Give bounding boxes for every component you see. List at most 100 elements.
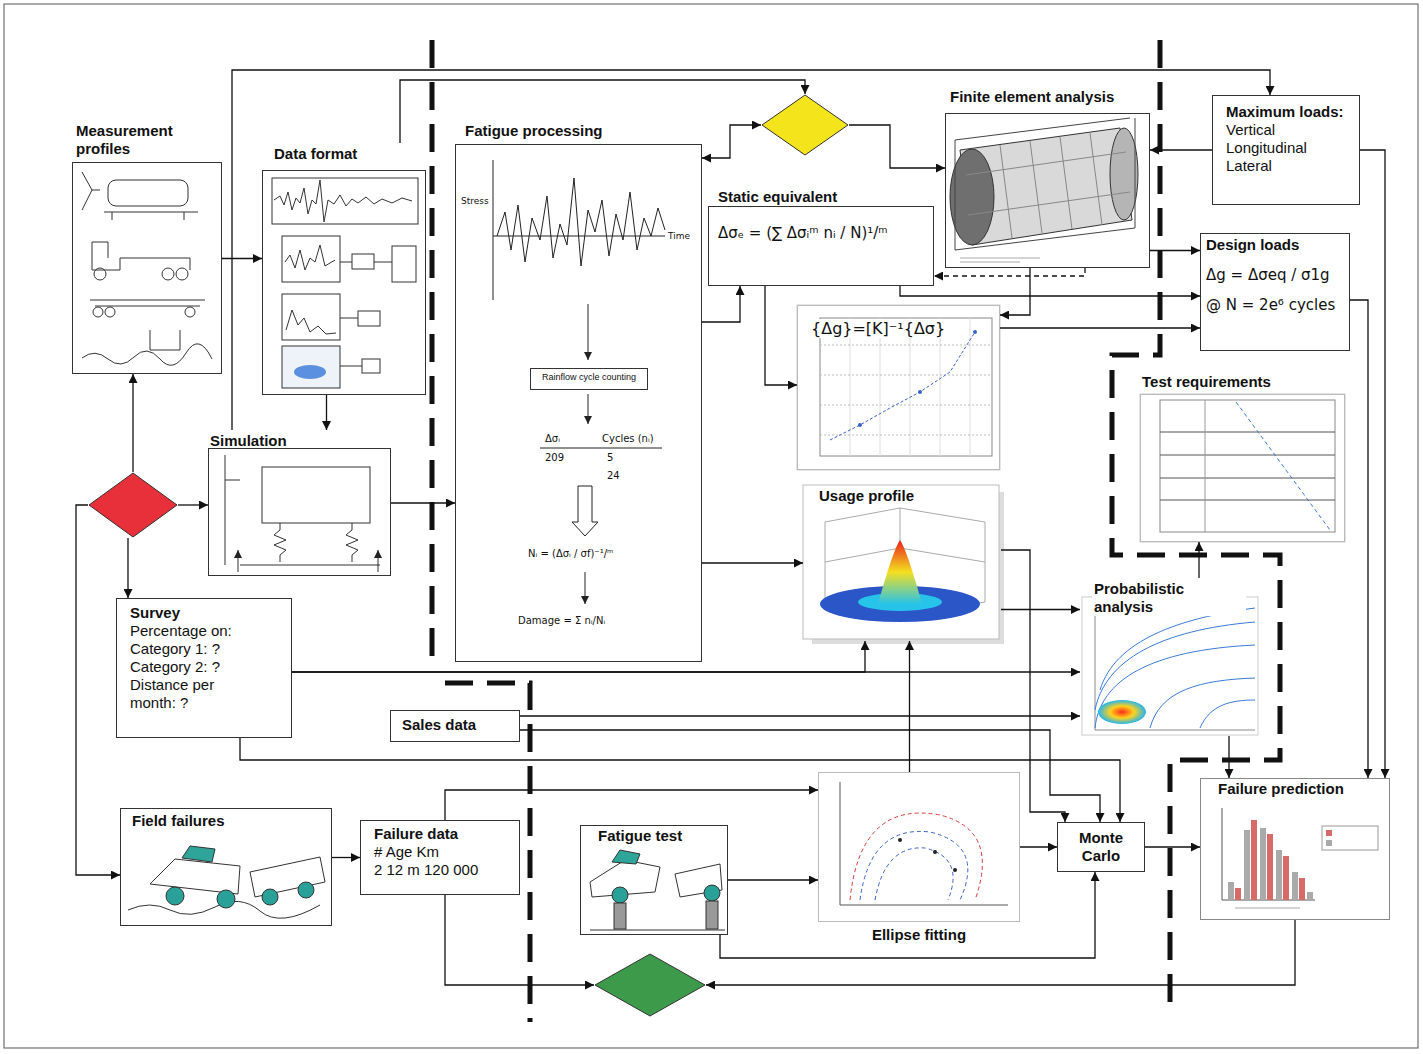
vehicle-sketch bbox=[176, 268, 188, 280]
connector bbox=[326, 395, 327, 430]
failure-bars bbox=[1235, 908, 1300, 909]
page-border bbox=[4, 4, 1418, 1048]
format-panel: Data format bbox=[262, 143, 426, 395]
ellipse-chart bbox=[840, 782, 1008, 905]
signal-sketch bbox=[392, 246, 416, 282]
connector bbox=[702, 125, 761, 158]
annotation: 24 bbox=[607, 470, 620, 482]
field-car-sketch bbox=[217, 890, 235, 908]
text-area: Usage profile bbox=[803, 485, 1001, 641]
failure-bars bbox=[1326, 840, 1332, 846]
contour-chart bbox=[1082, 597, 1258, 735]
ellipse-chart bbox=[850, 813, 982, 900]
text-area: Design loadsΔg = Δσeq / σ1g@ N = 2e⁶ cyc… bbox=[1200, 233, 1350, 351]
ellipse-chart bbox=[840, 782, 1008, 905]
box-frame bbox=[208, 448, 391, 576]
failure-bars bbox=[1283, 856, 1289, 900]
text-area: {Δg}=[K]⁻¹{Δσ} bbox=[797, 305, 1000, 470]
connector bbox=[1001, 609, 1080, 610]
text-area: Monte Carlo bbox=[1057, 822, 1145, 872]
node-heading: Fatigue test bbox=[598, 827, 682, 845]
connector bbox=[222, 258, 262, 259]
text-area: Measurement profiles bbox=[72, 122, 222, 374]
failure-bars bbox=[1222, 808, 1378, 908]
signal-sketch bbox=[282, 236, 340, 282]
text-area: SurveyPercentage on: Category 1: ? Categ… bbox=[116, 598, 292, 738]
simulation-sketch bbox=[225, 455, 380, 572]
contour-chart bbox=[1095, 608, 1255, 728]
connector bbox=[728, 879, 818, 880]
signal-sketch bbox=[282, 294, 340, 340]
contour-chart bbox=[1082, 597, 1258, 735]
field-car-sketch bbox=[262, 889, 278, 905]
profile-panel: Measurement profiles bbox=[72, 122, 222, 374]
failure-bars bbox=[1307, 892, 1313, 900]
box-frame bbox=[708, 206, 934, 286]
connector bbox=[391, 502, 455, 503]
vehicle-sketch bbox=[162, 268, 174, 280]
connector bbox=[445, 790, 818, 820]
contour-chart bbox=[1095, 600, 1255, 730]
stiffness-chart bbox=[830, 332, 975, 440]
fatigue-steps bbox=[588, 394, 589, 424]
text-area: Static equivalentΔσₑ = (∑ Δσᵢᵐ nᵢ / N)¹/… bbox=[708, 188, 934, 286]
failure-bars bbox=[1222, 808, 1315, 900]
diamond-shape bbox=[761, 94, 849, 156]
failure-bars bbox=[1322, 826, 1378, 850]
usage-surface bbox=[803, 485, 999, 639]
diamond-outline bbox=[89, 473, 177, 537]
failure-bars bbox=[1235, 888, 1241, 900]
connector bbox=[900, 286, 1200, 296]
node-heading: Maximum loads: bbox=[1226, 103, 1344, 121]
signal-sketch bbox=[274, 180, 412, 222]
connector bbox=[765, 286, 797, 385]
node-text: Δg = Δσeq / σ1g bbox=[1206, 266, 1330, 284]
formula-box: Design loadsΔg = Δσeq / σ1g@ N = 2e⁶ cyc… bbox=[1200, 233, 1350, 351]
text-area: Rainflow cycle counting bbox=[530, 368, 648, 390]
node-heading: Static equivalent bbox=[718, 188, 837, 206]
connector bbox=[76, 505, 120, 875]
node-text: Percentage on: Category 1: ? Category 2:… bbox=[130, 622, 258, 712]
contour-chart bbox=[1098, 700, 1146, 724]
vehicle-sketch bbox=[185, 307, 195, 317]
diamond-outline bbox=[595, 954, 705, 1016]
tank-model bbox=[1110, 128, 1138, 220]
simulation-sketch bbox=[240, 565, 380, 566]
connector bbox=[127, 538, 128, 598]
test-rig-sketch bbox=[590, 850, 725, 930]
diamond-shape bbox=[594, 953, 706, 1017]
annotation: Stress bbox=[461, 196, 489, 207]
node-text: Δσₑ = (∑ Δσᵢᵐ nᵢ / N)¹/ᵐ bbox=[718, 224, 888, 242]
tank-model bbox=[950, 118, 1138, 262]
connector bbox=[1145, 846, 1200, 847]
failure-panel: Field failures bbox=[120, 808, 332, 926]
simulation-sketch bbox=[346, 523, 358, 562]
connector bbox=[702, 562, 803, 563]
field-car-sketch bbox=[150, 859, 240, 894]
ellipse-chart bbox=[933, 850, 937, 854]
failure-bars bbox=[1299, 878, 1305, 900]
failure-bars bbox=[1251, 820, 1257, 900]
text-area: Ellipse fitting bbox=[818, 772, 1020, 944]
chart-panel: Probabilistic analysis bbox=[1080, 578, 1258, 736]
signal-sketch bbox=[272, 178, 418, 224]
text-area: Field failures bbox=[120, 808, 332, 926]
node-heading: Failure data bbox=[374, 825, 458, 843]
fatigue-steps bbox=[585, 572, 586, 604]
usage-surface bbox=[803, 485, 1004, 644]
text-area: Simulation bbox=[208, 430, 391, 576]
signal-sketch bbox=[294, 365, 326, 379]
signal-sketch bbox=[340, 318, 358, 319]
test-rig-sketch bbox=[612, 887, 628, 903]
ellipse-chart bbox=[875, 848, 953, 900]
chart-panel: Ellipse fitting bbox=[818, 772, 1020, 944]
requirement-chart bbox=[1160, 400, 1335, 532]
box-frame bbox=[262, 170, 426, 395]
annotation: Time bbox=[668, 231, 690, 242]
connector bbox=[1000, 327, 1200, 328]
signal-sketch bbox=[340, 262, 392, 263]
node-heading: Sales data bbox=[402, 716, 476, 734]
node-heading: Design loads bbox=[1206, 236, 1299, 254]
node-text: 2 12 m 120 000 bbox=[374, 861, 478, 879]
